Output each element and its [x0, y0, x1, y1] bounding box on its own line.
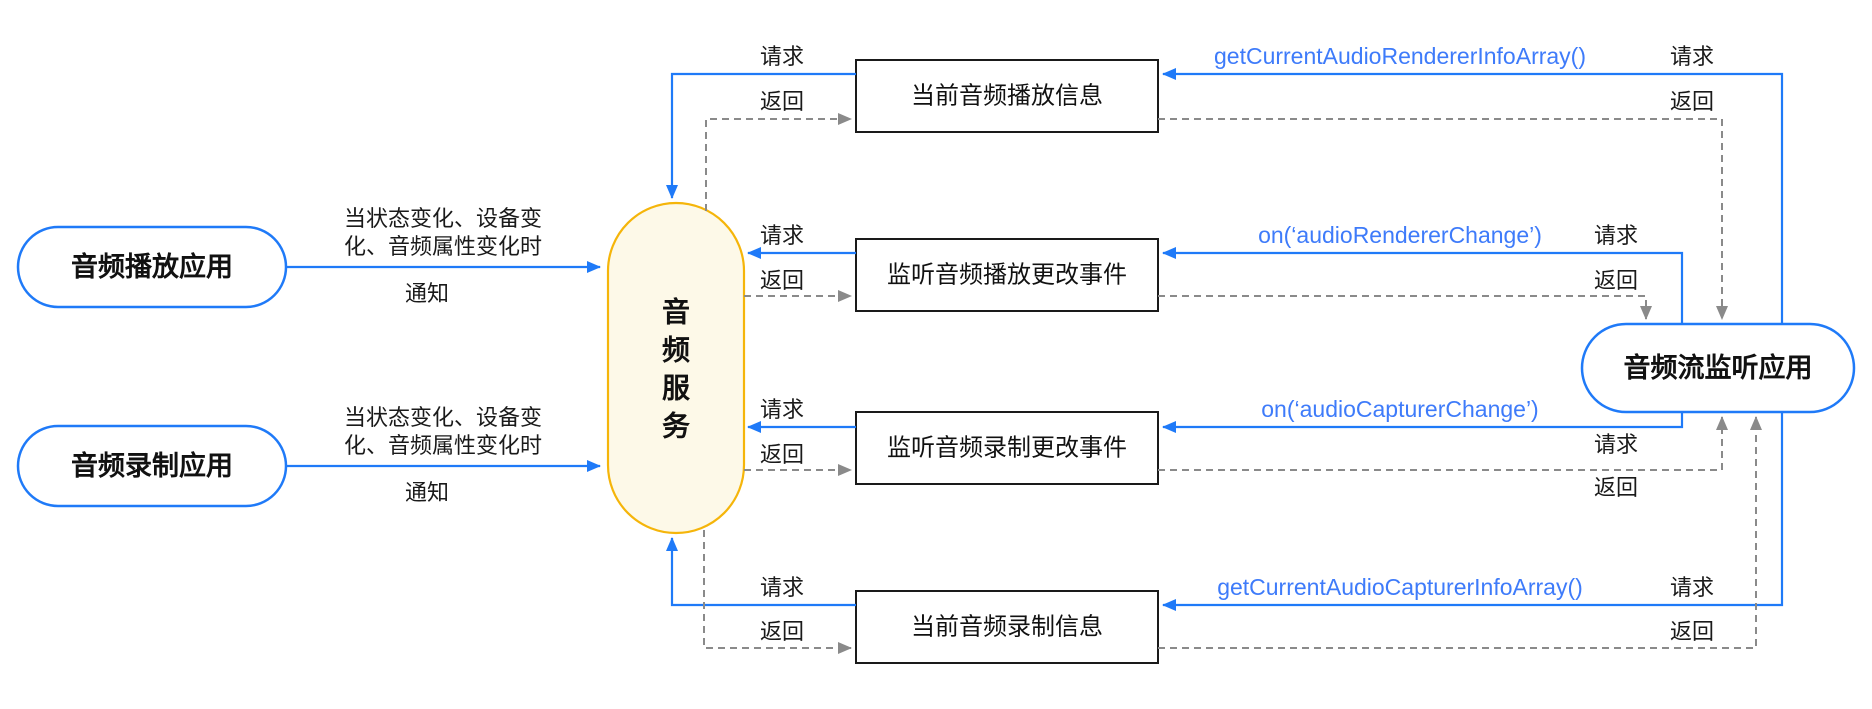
playback-condition-line1: 当状态变化、设备变 [344, 206, 542, 231]
info-box-current-capture [855, 590, 1159, 664]
info-box-playback-change-event-label: 监听音频播放更改事件 [887, 262, 1127, 289]
audio-service-char-1: 音 [662, 296, 690, 328]
row1-right-return-label: 返回 [1670, 89, 1714, 114]
row3-right-return-label: 返回 [1594, 475, 1638, 500]
row2-right-return-label: 返回 [1594, 268, 1638, 293]
record-condition-line2: 化、音频属性变化时 [344, 433, 542, 458]
record-condition-line1: 当状态变化、设备变 [344, 405, 542, 430]
row4-left-return-label: 返回 [760, 619, 804, 644]
row1-request-arrow-left [666, 72, 856, 199]
api-onAudioCapturerChange: on(‘audioCapturerChange’) [1261, 396, 1538, 422]
row4-request-arrow-left [666, 537, 856, 607]
api-getCurrentAudioCapturerInfoArray: getCurrentAudioCapturerInfoArray() [1217, 574, 1583, 600]
row4-request-arrow-right [1162, 412, 1784, 611]
audio-service-char-4: 务 [662, 411, 690, 442]
row1-left-return-label: 返回 [760, 89, 804, 114]
api-onAudioRendererChange: on(‘audioRendererChange’) [1258, 222, 1542, 248]
row2-right-request-label: 请求 [1594, 223, 1638, 248]
row4-left-request-label: 请求 [760, 575, 804, 600]
row2-left-request-label: 请求 [760, 223, 804, 248]
audio-service-node [606, 201, 746, 535]
row2-request-arrow-right [1162, 247, 1684, 324]
record-notify-label: 通知 [405, 480, 449, 505]
playback-notify-label: 通知 [405, 281, 449, 306]
row1-return-arrow-right [1158, 118, 1728, 320]
row2-left-return-label: 返回 [760, 268, 804, 293]
record-app-label: 音频录制应用 [71, 450, 233, 481]
row1-left-request-label: 请求 [760, 44, 804, 69]
info-box-current-capture-label: 当前音频录制信息 [911, 614, 1103, 641]
api-getCurrentAudioRendererInfoArray: getCurrentAudioRendererInfoArray() [1214, 43, 1586, 69]
playback-app-label: 音频播放应用 [71, 251, 233, 282]
row3-right-request-label: 请求 [1594, 432, 1638, 457]
info-box-capture-change-event [855, 411, 1159, 485]
stream-listener-app-node [1580, 322, 1856, 414]
row3-left-return-label: 返回 [760, 442, 804, 467]
info-box-current-playback-label: 当前音频播放信息 [911, 83, 1103, 110]
row4-right-return-label: 返回 [1670, 619, 1714, 644]
row4-return-arrow-left [703, 530, 852, 654]
row3-return-arrow-right [1158, 416, 1728, 471]
stream-listener-app-label: 音频流监听应用 [1624, 352, 1813, 383]
row1-right-request-label: 请求 [1670, 44, 1714, 69]
row1-request-arrow-right [1162, 68, 1784, 324]
row4-return-arrow-right [1158, 416, 1762, 649]
row3-left-request-label: 请求 [760, 397, 804, 422]
audio-service-char-2: 频 [662, 335, 690, 366]
playback-condition-line2: 化、音频属性变化时 [344, 234, 542, 259]
row4-right-request-label: 请求 [1670, 575, 1714, 600]
info-box-current-playback [855, 59, 1159, 133]
row3-request-arrow-right [1162, 412, 1684, 433]
info-box-capture-change-event-label: 监听音频录制更改事件 [887, 435, 1127, 462]
audio-service-char-3: 服 [662, 373, 691, 404]
info-box-playback-change-event [855, 238, 1159, 312]
row1-return-arrow-left [705, 113, 852, 211]
row2-return-arrow-right [1158, 295, 1652, 320]
